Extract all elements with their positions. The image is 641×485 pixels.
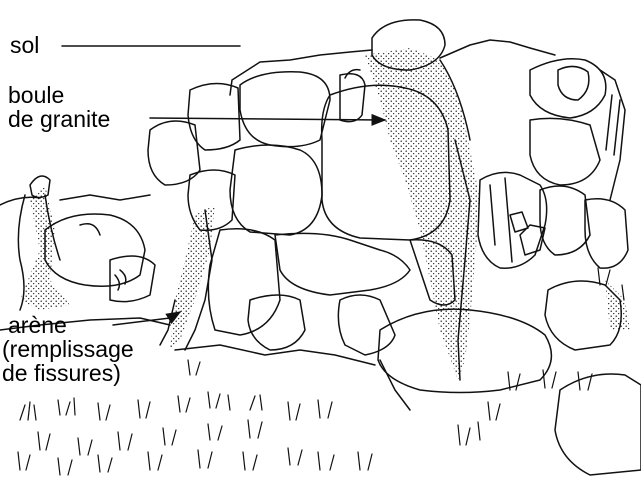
arene-label-line3: de fissures): [2, 360, 121, 386]
sol-label: sol: [10, 32, 39, 58]
arene-label-line1: arène: [8, 312, 67, 338]
boule-label-line1: boule: [8, 82, 64, 108]
boule-label-line2: de granite: [8, 106, 110, 132]
boule-leader: [150, 118, 385, 120]
arene-label-line2: (remplissage: [2, 336, 134, 362]
granite-boulders: [0, 20, 641, 475]
